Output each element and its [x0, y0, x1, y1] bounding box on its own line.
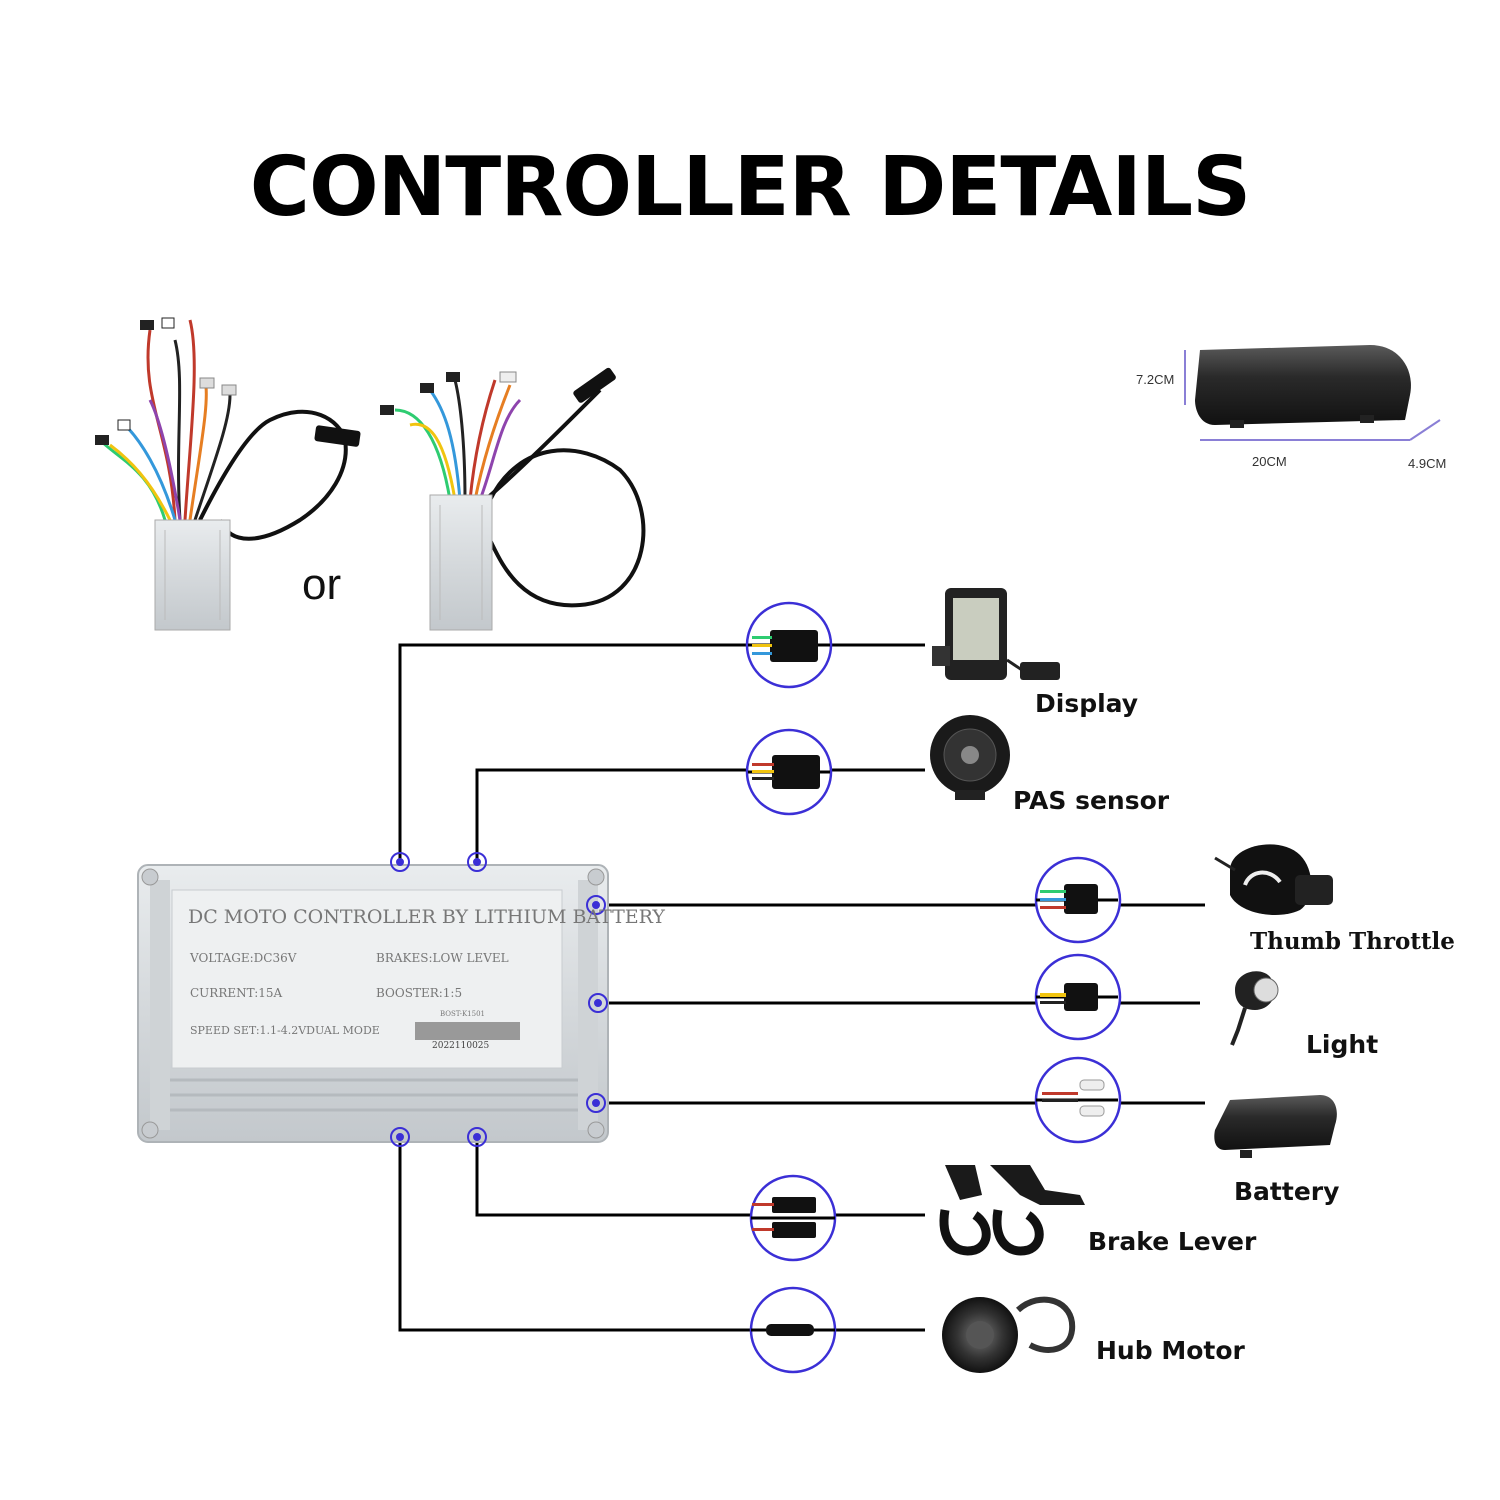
- plate-brakes: BRAKES:LOW LEVEL: [376, 951, 509, 965]
- plate-speed: SPEED SET:1.1-4.2VDUAL MODE: [190, 1024, 380, 1037]
- port-markers: [390, 852, 608, 1147]
- plate-serial: 2022110025: [432, 1041, 490, 1051]
- pas-sensor-image: [930, 715, 1010, 800]
- battery-photo-top: [1184, 345, 1441, 441]
- connector-plugs: [748, 630, 1118, 1336]
- display-image: [932, 588, 1060, 680]
- battery-image: [1214, 1095, 1337, 1158]
- label-display: Display: [1035, 689, 1139, 718]
- page-title: CONTROLLER DETAILS: [249, 140, 1251, 235]
- battery-width-dimension: 4.9CM: [1408, 456, 1447, 471]
- wire-motor: [398, 1138, 925, 1332]
- battery-height-dimension: 7.2CM: [1136, 372, 1175, 387]
- plate-model: BOST-K1501: [440, 1010, 485, 1018]
- small-controller-2: [380, 367, 646, 631]
- wire-display: [398, 643, 925, 860]
- plate-current: CURRENT:15A: [190, 986, 283, 1000]
- brake-lever-image: [939, 1165, 1085, 1256]
- plate-voltage: VOLTAGE:DC36V: [190, 951, 297, 965]
- or-separator: or: [302, 560, 342, 609]
- label-hub-motor: Hub Motor: [1096, 1336, 1245, 1365]
- wire-brake: [475, 1138, 925, 1217]
- label-thumb-throttle: Thumb Throttle: [1250, 928, 1455, 955]
- small-controller-1: [95, 317, 361, 631]
- label-light: Light: [1306, 1030, 1379, 1059]
- main-controller: [137, 864, 609, 1143]
- thumb-throttle-image: [1214, 844, 1333, 915]
- plate-heading: DC MOTO CONTROLLER BY LITHIUM BATTERY: [188, 906, 665, 928]
- label-brake-lever: Brake Lever: [1088, 1227, 1257, 1256]
- light-image: [1230, 971, 1279, 1046]
- plate-booster: BOOSTER:1:5: [376, 986, 463, 1000]
- battery-length-dimension: 20CM: [1252, 454, 1287, 469]
- label-pas-sensor: PAS sensor: [1013, 786, 1170, 815]
- label-battery: Battery: [1234, 1177, 1340, 1206]
- wire-pas: [475, 768, 925, 860]
- hub-motor-image: [942, 1296, 1076, 1373]
